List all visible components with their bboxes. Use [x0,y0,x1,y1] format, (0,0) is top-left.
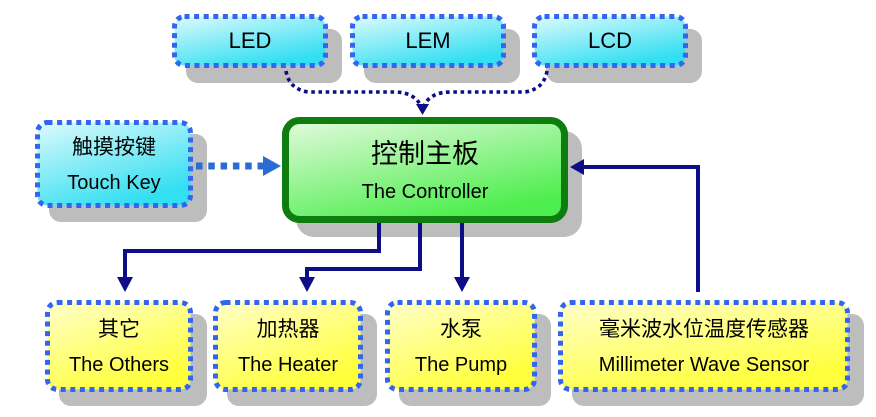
node-touch-key-box [35,120,193,208]
arrowhead-down-icon [299,277,315,292]
node-sensor-box [558,300,850,392]
node-lem-box [350,14,506,68]
node-lcd-box [532,14,688,68]
node-pump-box [385,300,537,392]
connector-junction-arrowhead-icon [416,104,429,115]
node-led-box [172,14,328,68]
node-heater-box [213,300,363,392]
connector-led-to-controller [284,70,423,107]
arrow-touchkey-to-controller [196,156,281,176]
arrow-sensor-to-controller [570,159,700,292]
connector-lcd-to-controller [422,70,549,107]
arrowhead-right-icon [263,156,281,176]
node-others-box [45,300,193,392]
arrowhead-left-icon [570,159,584,175]
arrow-controller-to-pump [454,223,470,292]
arrowhead-down-icon [454,277,470,292]
arrowhead-down-icon [117,277,133,292]
arrow-controller-to-heater [299,223,422,292]
arrow-controller-to-others [117,223,381,292]
node-controller-box [282,117,568,223]
